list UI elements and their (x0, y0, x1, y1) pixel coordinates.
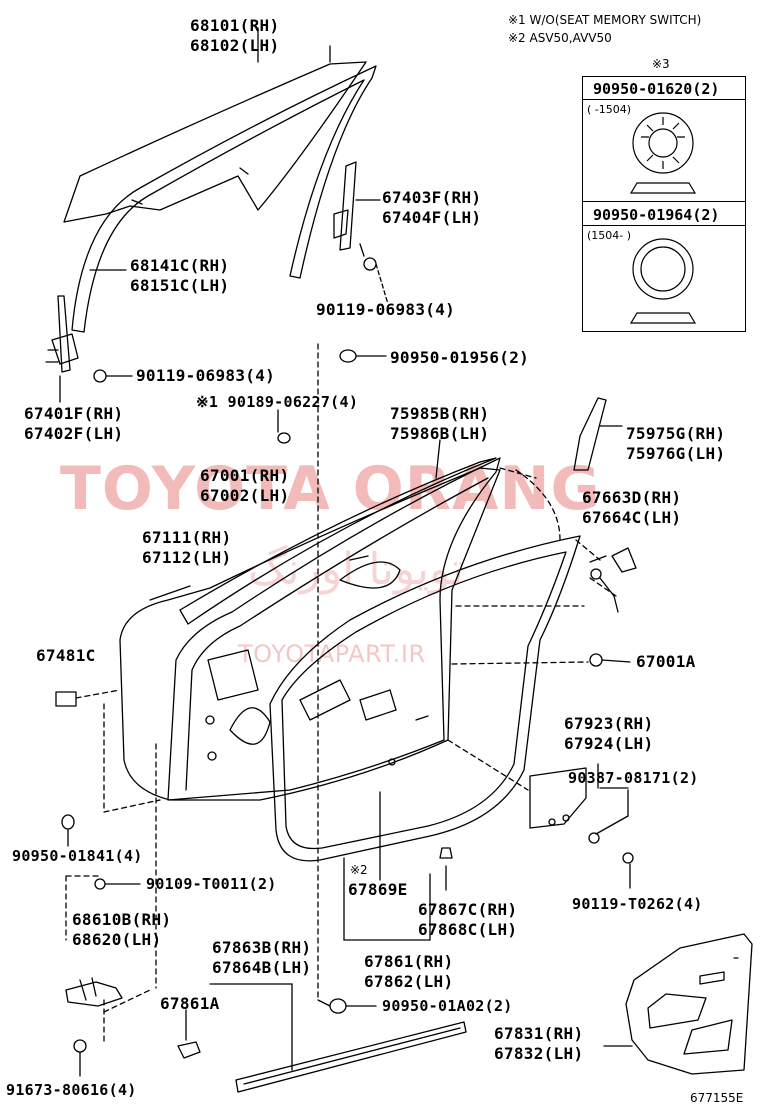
door-hinge (65, 977, 123, 1007)
label-67867c: 67867C(RH) (418, 900, 518, 919)
label-67401f: 67401F(RH) (24, 404, 124, 423)
door-trim-panel (625, 933, 753, 1075)
label-75975g: 75975G(RH) (626, 424, 726, 443)
label-90119-t0262: 90119-T0262(4) (572, 895, 703, 913)
rear-lower-frame (339, 161, 357, 251)
label-67112: 67112(LH) (142, 548, 232, 567)
label-90189-06227: ※1 90189-06227(4) (196, 393, 359, 411)
clip-inset-box: 90950-01620(2) ( -1504) 90950-01964(2) (… (582, 76, 746, 332)
watermark-site: TOYOTAPART.IR (238, 640, 426, 668)
label-67869e: 67869E (348, 880, 408, 899)
label-67868c: 67868C(LH) (418, 920, 518, 939)
label-90950-01a02: 90950-01A02(2) (382, 997, 513, 1015)
label-67864b: 67864B(LH) (212, 958, 312, 977)
label-67002: 67002(LH) (200, 486, 290, 505)
label-91673-80616: 91673-80616(4) (6, 1081, 137, 1099)
clip-range-a: ( -1504) (587, 103, 632, 116)
frame-garnish (573, 397, 607, 471)
front-lower-frame (57, 295, 71, 373)
label-67861a: 67861A (160, 994, 220, 1013)
belt-moulding (179, 457, 497, 625)
watermark-main: TOYOTA ORANG (60, 454, 601, 524)
label-67861: 67861(RH) (364, 952, 454, 971)
label-75986b: 75986B(LH) (390, 424, 490, 443)
label-90387-08171: 90387-08171(2) (568, 769, 699, 787)
label-67863b: 67863B(RH) (212, 938, 312, 957)
door-frame (167, 457, 501, 801)
label-67001a: 67001A (636, 652, 696, 671)
label-67001: 67001(RH) (200, 466, 290, 485)
glass-run (71, 65, 377, 333)
label-90950-01841: 90950-01841(4) (12, 847, 143, 865)
label-67481c: 67481C (36, 646, 96, 665)
label-67402f: 67402F(LH) (24, 424, 124, 443)
label-67111: 67111(RH) (142, 528, 232, 547)
label-68141c: 68141C(RH) (130, 256, 230, 275)
clip-part-b: 90950-01964(2) (593, 206, 720, 224)
note-2: ※2 ASV50,AVV50 (508, 31, 612, 45)
label-67832: 67832(LH) (494, 1044, 584, 1063)
note-3: ※3 (652, 57, 670, 71)
label-67869e-note: ※2 (350, 863, 368, 877)
label-67663d: 67663D(RH) (582, 488, 682, 507)
label-68610b: 68610B(RH) (72, 910, 172, 929)
label-68620: 68620(LH) (72, 930, 162, 949)
clip-range-b: (1504- ) (587, 229, 632, 242)
door-panel (119, 467, 501, 801)
rocker-weatherstrip (235, 1021, 467, 1093)
label-68101: 68101(RH) (190, 16, 280, 35)
clip-illustrations (629, 112, 697, 324)
lower-bracket (529, 767, 587, 829)
label-67924: 67924(LH) (564, 734, 654, 753)
note-1: ※1 W/O(SEAT MEMORY SWITCH) (508, 13, 702, 27)
label-90119-06983-b: 90119-06983(4) (136, 366, 276, 385)
door-glass (63, 61, 367, 223)
clip-part-a: 90950-01620(2) (593, 80, 720, 98)
label-75985b: 75985B(RH) (390, 404, 490, 423)
label-90109-t0011: 90109-T0011(2) (146, 875, 277, 893)
label-67403f: 67403F(RH) (382, 188, 482, 207)
label-68151c: 68151C(LH) (130, 276, 230, 295)
label-67664c: 67664C(LH) (582, 508, 682, 527)
label-75976g: 75976G(LH) (626, 444, 726, 463)
label-90119-06983-a: 90119-06983(4) (316, 300, 456, 319)
label-90950-01956: 90950-01956(2) (390, 348, 530, 367)
figure-id: 677155E (690, 1091, 744, 1105)
label-68102: 68102(LH) (190, 36, 280, 55)
door-weatherstrip (269, 535, 581, 862)
label-67862: 67862(LH) (364, 972, 454, 991)
label-67923: 67923(RH) (564, 714, 654, 733)
label-67404f: 67404F(LH) (382, 208, 482, 227)
label-67831: 67831(RH) (494, 1024, 584, 1043)
